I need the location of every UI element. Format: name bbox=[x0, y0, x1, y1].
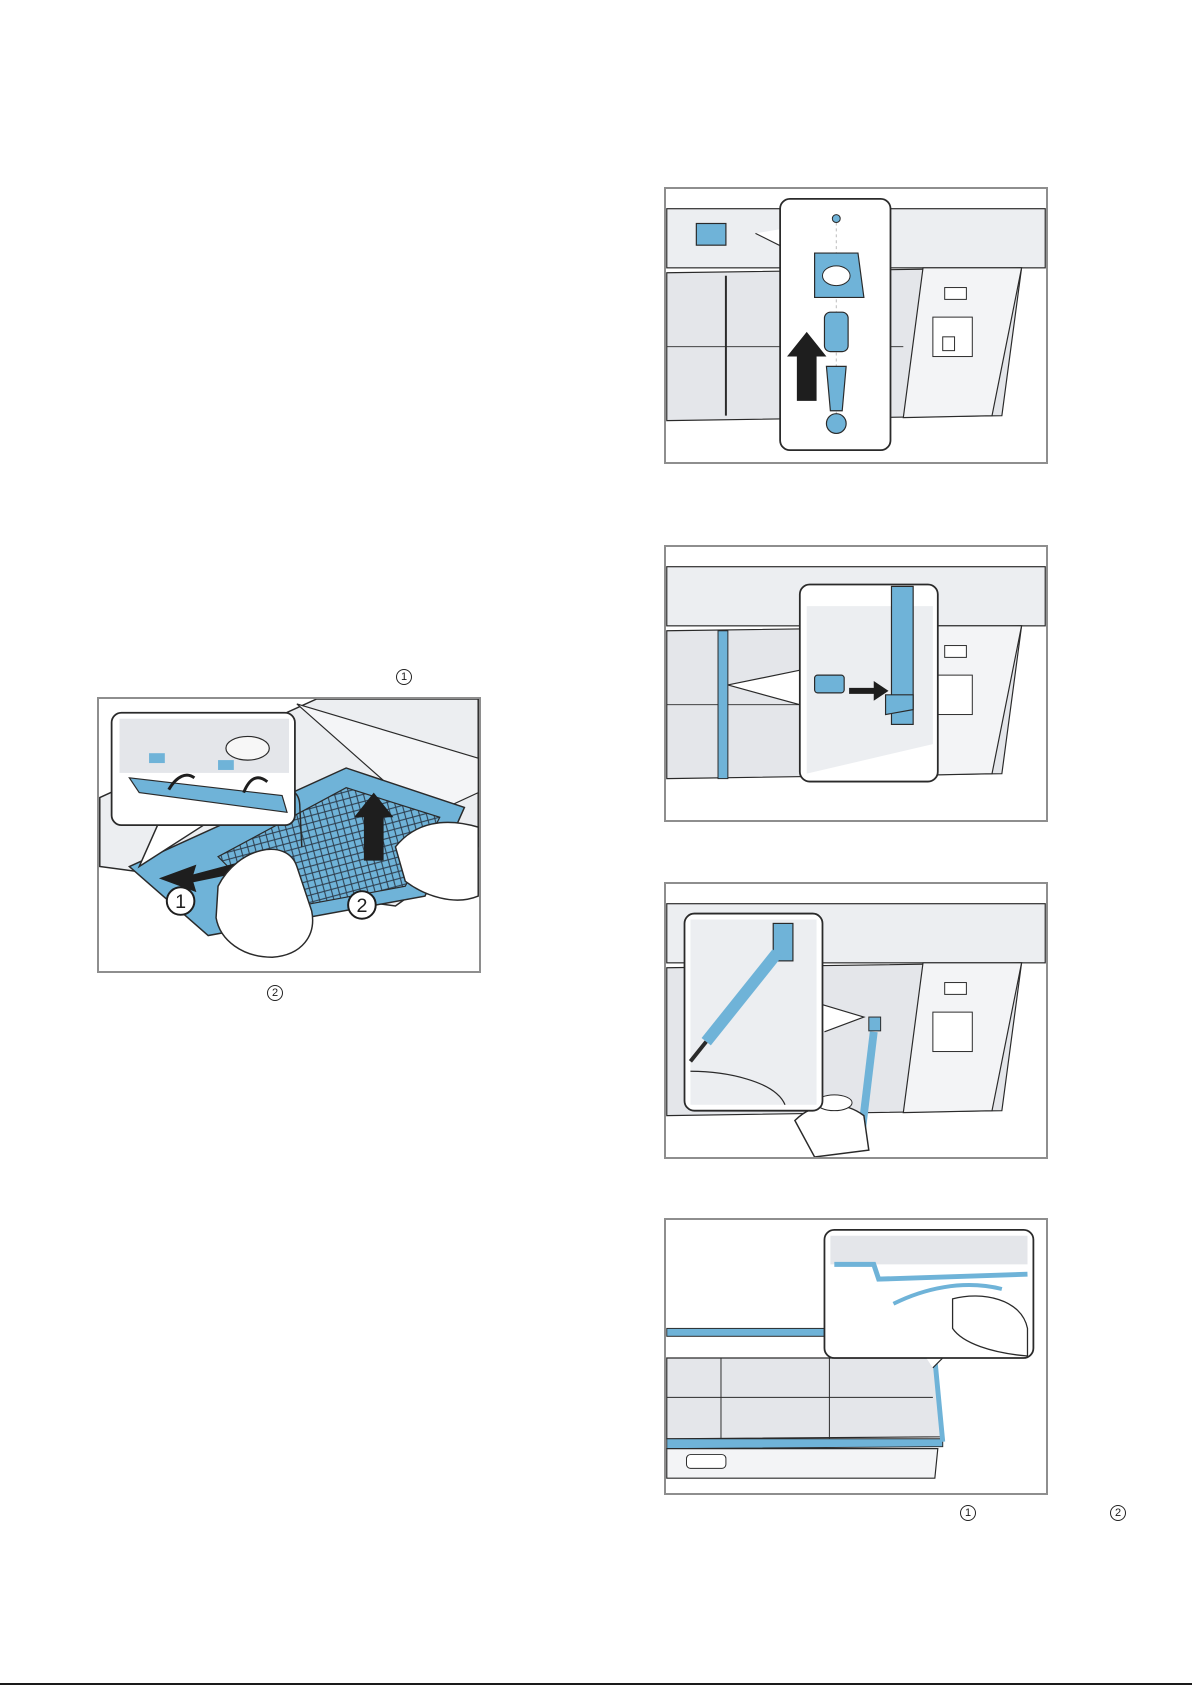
callout-label-1: 1 bbox=[175, 891, 186, 913]
illustration-filter-seal bbox=[664, 1218, 1048, 1495]
illustration-sliding-clip bbox=[664, 545, 1048, 822]
screwdriver-drawing bbox=[666, 884, 1046, 1157]
step-marker-1-top: 1 bbox=[396, 669, 412, 685]
callout-label-2: 2 bbox=[356, 895, 367, 917]
filter-removal-drawing: 1 2 bbox=[99, 699, 479, 971]
step-marker-2-bottom-right: 2 bbox=[1110, 1505, 1126, 1521]
bracket-screw-drawing bbox=[666, 189, 1046, 462]
illustration-bracket-screw bbox=[664, 187, 1048, 464]
filter-seal-drawing bbox=[666, 1220, 1046, 1493]
step-marker-1-bottom-right: 1 bbox=[960, 1505, 976, 1521]
step-marker-2-bottom: 2 bbox=[267, 985, 283, 1001]
illustration-screwdriver bbox=[664, 882, 1048, 1159]
sliding-clip-drawing bbox=[666, 547, 1046, 820]
illustration-filter-removal: 1 2 bbox=[97, 697, 481, 973]
